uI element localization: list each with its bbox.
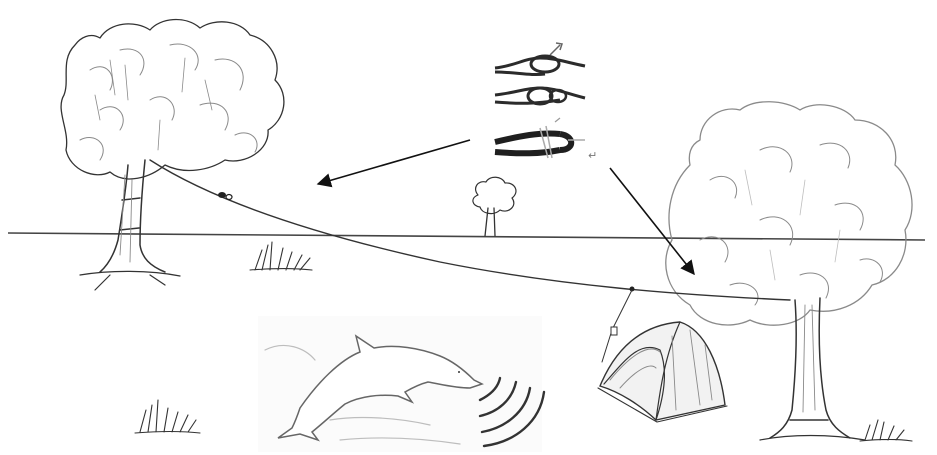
arrow-to-left-tree bbox=[316, 139, 471, 188]
knot-illustration-1 bbox=[494, 42, 586, 77]
rope-knot-right bbox=[629, 286, 635, 292]
grass-tuft-3 bbox=[859, 419, 913, 442]
grass-tuft-1 bbox=[249, 241, 313, 271]
grass-tuft-2 bbox=[134, 399, 201, 434]
tent-body bbox=[599, 321, 726, 421]
distant-tree bbox=[472, 176, 517, 237]
right-tree bbox=[665, 101, 913, 441]
left-tree-trunk bbox=[99, 159, 166, 273]
left-tree bbox=[60, 18, 285, 291]
knot-illustration-2 bbox=[494, 86, 586, 106]
hammock-rope bbox=[149, 159, 791, 301]
left-tree-canopy bbox=[60, 18, 285, 180]
dolphin-panel bbox=[258, 316, 546, 452]
right-tree-trunk bbox=[769, 297, 851, 439]
sound-waves bbox=[478, 376, 546, 448]
rope-knot-left bbox=[218, 192, 233, 201]
tent-tag bbox=[610, 326, 618, 336]
return-symbol: ↵ bbox=[588, 149, 598, 162]
knot-illustration-3 bbox=[494, 117, 585, 159]
tent bbox=[597, 289, 728, 423]
dolphin bbox=[277, 334, 484, 442]
horizon-line bbox=[7, 232, 926, 241]
arrow-to-right-tree bbox=[609, 167, 695, 276]
right-tree-canopy bbox=[665, 101, 913, 326]
